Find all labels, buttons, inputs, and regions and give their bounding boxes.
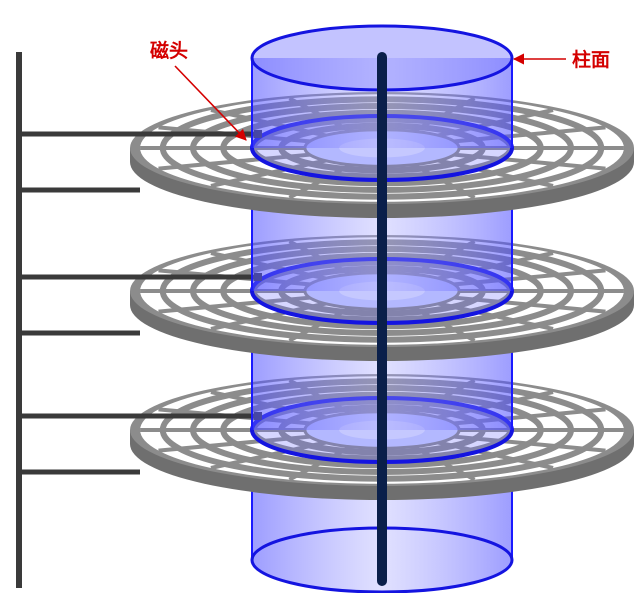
sector-spoke: [288, 443, 355, 482]
sector-spoke: [451, 295, 606, 314]
platter-stack: [19, 92, 634, 500]
sector-spoke: [288, 304, 355, 343]
sector-spoke: [210, 439, 329, 470]
sector-spoke: [158, 434, 313, 453]
head-label: 磁头: [150, 39, 188, 62]
cylinder-label: 柱面: [572, 48, 610, 71]
sector-spoke: [435, 300, 554, 331]
sector-spoke: [158, 152, 313, 171]
sector-spoke: [210, 157, 329, 188]
sector-spoke: [409, 161, 476, 200]
actuator-post: [16, 52, 22, 588]
sector-spoke: [435, 439, 554, 470]
sector-spoke: [288, 161, 355, 200]
spindle: [377, 52, 387, 586]
sector-spoke: [409, 443, 476, 482]
sector-spoke: [435, 157, 554, 188]
sector-spoke: [451, 434, 606, 453]
sector-spoke: [409, 304, 476, 343]
spindle-shaft: [377, 52, 387, 586]
sector-spoke: [210, 300, 329, 331]
head-pointer-arrow: [174, 65, 247, 141]
sector-spoke: [451, 152, 606, 171]
sector-spoke: [158, 295, 313, 314]
